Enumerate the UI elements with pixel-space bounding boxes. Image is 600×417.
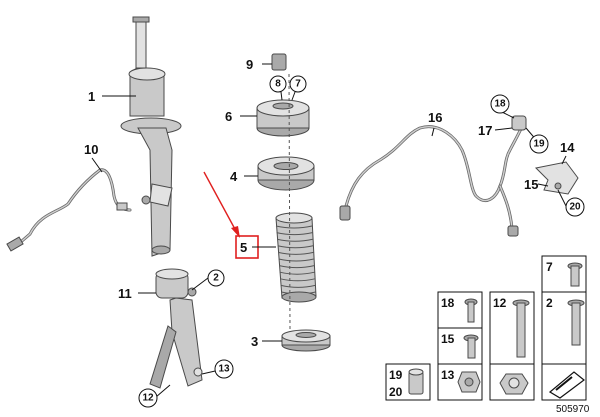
callout-label-11: 11 [118, 286, 132, 301]
callout-label-13: 13 [218, 364, 230, 375]
grid-label-7: 7 [546, 260, 553, 274]
wear-sensor-wire [6, 168, 132, 252]
bellows-rib [279, 271, 315, 275]
bellows-rib [280, 284, 316, 288]
grid-symbol-icon [548, 371, 585, 399]
callout-label-7: 7 [295, 79, 301, 90]
callout-label-20: 20 [569, 202, 581, 213]
grid-part-bolt-12 [512, 299, 530, 358]
bracket-14 [534, 161, 579, 195]
callout-label-8: 8 [275, 79, 281, 90]
assembly-axis [288, 73, 291, 331]
callout-label-1: 1 [88, 89, 95, 104]
callout-label-12: 12 [142, 393, 154, 404]
callout-label-18: 18 [494, 99, 506, 110]
bellows-rib [280, 278, 315, 282]
bellows-rib [277, 245, 314, 249]
grid-part-bolt-7 [567, 262, 583, 287]
shock-absorber-strut [120, 16, 182, 257]
bellows-rib [278, 251, 314, 255]
grid-part-nut-19-20 [408, 368, 424, 395]
callout-circle-13: 13 [214, 359, 234, 379]
spring-pad-3 [281, 329, 331, 352]
grid-part-hex-nut [499, 373, 529, 395]
callout-circle-8: 8 [269, 75, 287, 93]
thrust-bearing-4 [257, 156, 315, 191]
callout-label-19: 19 [533, 139, 545, 150]
callout-circle-20: 20 [565, 197, 585, 217]
grid-part-bolt-15 [463, 334, 479, 359]
callout-circle-12: 12 [138, 388, 158, 408]
callout-label-9: 9 [246, 57, 253, 72]
grid-label-15: 15 [441, 332, 455, 346]
callout-circle-7: 7 [289, 75, 307, 93]
protection-tube-bellows-5 [275, 212, 317, 303]
abs-sensor-wire [339, 115, 527, 237]
callout-label-5: 5 [240, 240, 247, 255]
grid-part-bolt-2 [567, 299, 585, 346]
damper-nut-9 [271, 53, 287, 71]
callout-circle-2: 2 [207, 269, 225, 287]
hardware-grid: 7 18 12 2 15 19 20 13 [385, 255, 587, 401]
grid-label-20: 20 [389, 385, 403, 399]
callout-label-14: 14 [560, 140, 575, 155]
highlight-arrow-line [203, 171, 237, 232]
document-number: 505970 [556, 404, 590, 415]
bellows-rib [275, 225, 313, 229]
callout-label-2: 2 [213, 273, 219, 284]
grid-label-2: 2 [546, 296, 553, 310]
grid-label-13: 13 [441, 368, 455, 382]
grid-part-bolt-18 [464, 298, 478, 323]
callout-label-4: 4 [230, 169, 238, 184]
top-mount-6 [256, 99, 310, 137]
strut-knuckle [149, 268, 203, 389]
callout-circle-19: 19 [529, 134, 549, 154]
leader-lines [91, 63, 567, 398]
grid-label-19: 19 [389, 368, 403, 382]
grid-label-18: 18 [441, 296, 455, 310]
callout-label-17: 17 [478, 123, 492, 138]
bellows-rib [276, 238, 313, 242]
callout-label-3: 3 [251, 334, 258, 349]
bellows-rib [276, 232, 313, 236]
callout-label-15: 15 [524, 177, 538, 192]
grid-label-12: 12 [493, 296, 507, 310]
bellows-rib [279, 265, 315, 269]
callout-label-16: 16 [428, 110, 442, 125]
callout-label-6: 6 [225, 109, 232, 124]
callout-label-10: 10 [84, 142, 98, 157]
bellows-rib [278, 258, 314, 262]
grid-part-nut-13 [457, 371, 481, 393]
callout-circle-18: 18 [490, 94, 510, 114]
grid-cell-18 [437, 291, 483, 329]
highlight-arrow-head [231, 226, 240, 238]
